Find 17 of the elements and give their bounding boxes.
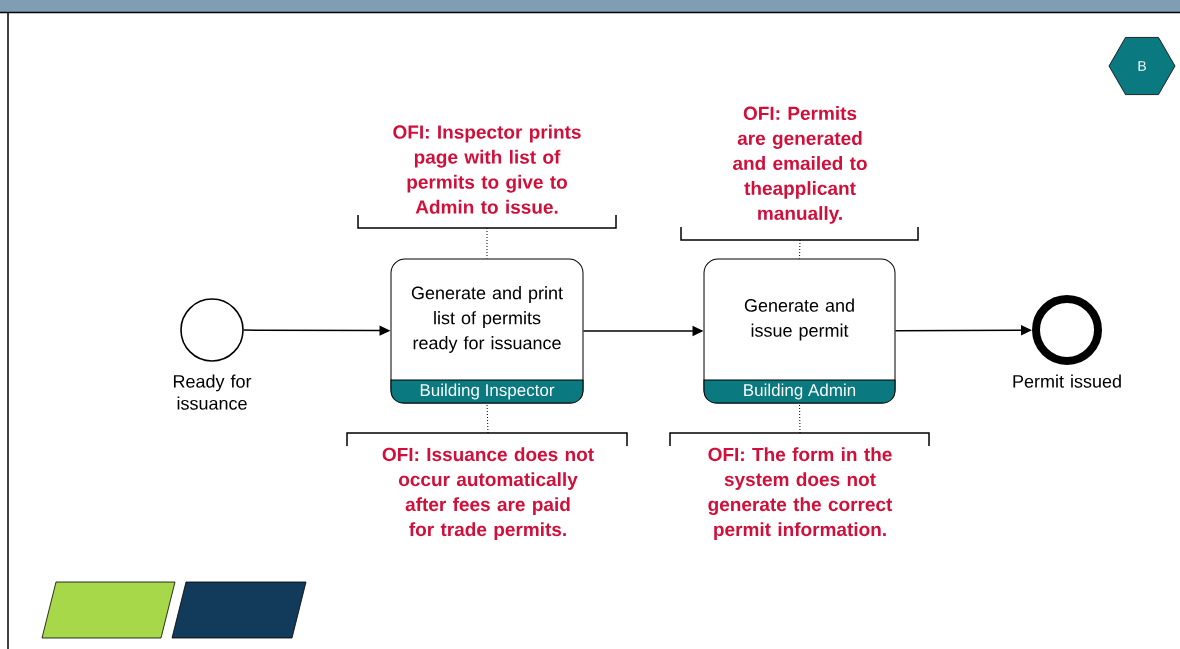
annotation: OFI: Permits are generated and emailed to theapplicant manually. [680,106,919,241]
system-tag [171,581,307,639]
connector-line [486,227,488,259]
annotation: OFI: Issuance does not occur automatically after fees are paid for trade permits. [346,432,628,540]
system-tag [41,581,176,639]
off-page-connector: B [1108,37,1176,95]
task-label: Generate and print list of permits ready for issuance [411,286,563,353]
connector-line [799,403,801,434]
role-band: Building Admin [703,379,896,404]
event-label: Permit issued [1013,374,1121,388]
connector-line [486,403,489,434]
connector-line [799,239,801,259]
role-band: Building Inspector [390,379,584,404]
annotation: OFI: Inspector prints page with list of permits to give to Admin to issue. [357,124,617,229]
annotation: OFI: The form in the system does not generate the correct permit information. [669,432,930,540]
task-label: Generate and issue permit [744,298,854,341]
event-label: Ready for issuance [173,374,252,410]
